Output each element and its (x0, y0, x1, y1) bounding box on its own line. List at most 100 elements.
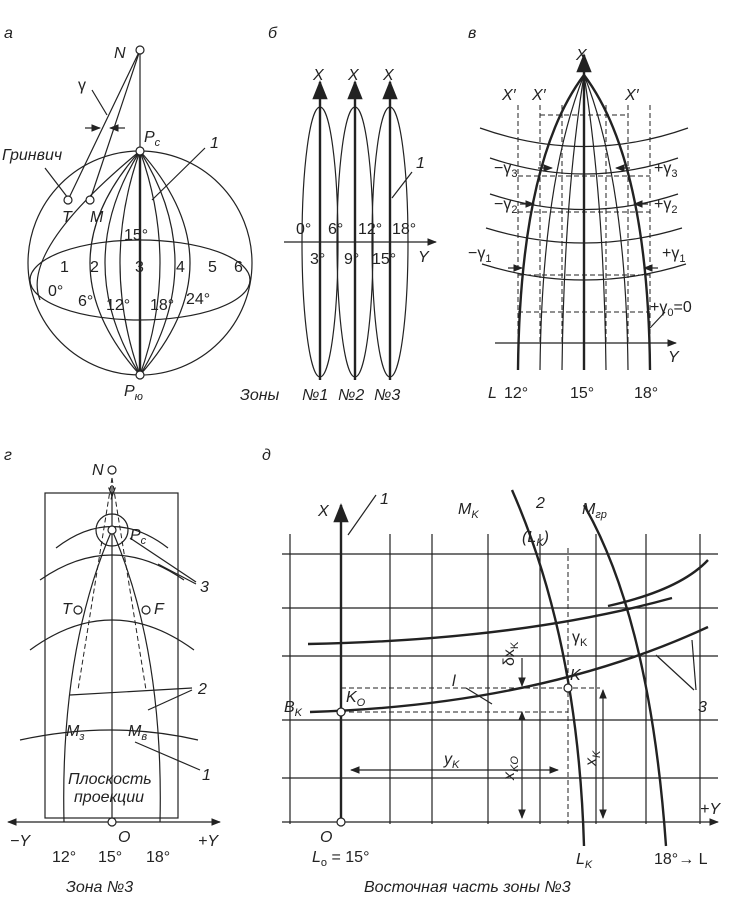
label-Pc-g: Pс (130, 527, 147, 547)
label-Mz: Mз (66, 723, 84, 743)
svg-text:0°: 0° (296, 221, 311, 238)
svg-text:9°: 9° (344, 251, 359, 268)
label-18deg-v: 18° (634, 385, 658, 402)
label-zone-1: №1 (302, 387, 328, 404)
label-1-leader (151, 147, 206, 201)
label-plus-gamma1: +γ1 (662, 245, 685, 265)
one-leader-d (347, 494, 377, 536)
label-Mv: Mв (128, 723, 147, 743)
label-L-v: L (488, 385, 497, 402)
label-F-g: F (154, 601, 165, 618)
svg-text:12°: 12° (106, 297, 130, 314)
point-O-d (336, 817, 346, 827)
label-gammaK: γK (572, 629, 588, 649)
svg-text:0°: 0° (48, 283, 63, 300)
one-leader-g (134, 741, 201, 771)
label-1-d: 1 (380, 491, 389, 508)
panel-g-letter: г (4, 447, 12, 464)
label-yK: yK (443, 751, 460, 771)
gamma0-leader (649, 311, 666, 329)
grinvich-leader (44, 167, 69, 199)
label-15deg-g: 15° (98, 849, 122, 866)
label-Ko: KO (346, 689, 366, 709)
two-leader-1 (69, 687, 193, 696)
label-3-g: 3 (200, 579, 209, 596)
label-1-leader-b (391, 171, 413, 199)
label-2-d: 2 (535, 495, 545, 512)
three-leader-1 (129, 537, 197, 583)
label-O-d: O (320, 829, 332, 846)
panel-d-letter: д (262, 447, 271, 464)
label-l: l (452, 673, 456, 690)
meridian-curves-v (516, 74, 652, 371)
panel-a-letter: а (4, 25, 13, 42)
label-posY-d: +Y (700, 801, 721, 818)
label-1-b: 1 (416, 155, 425, 172)
svg-text:6°: 6° (328, 221, 343, 238)
label-Xp-1: X′ (501, 87, 517, 104)
point-N-g (107, 465, 117, 475)
label-zone-2: №2 (338, 387, 364, 404)
label-Lo: Lo = 15° (312, 849, 369, 869)
label-grinvich: Гринвич (2, 147, 62, 164)
label-Xp-2: X′ (531, 87, 547, 104)
gamma-leader (91, 89, 108, 116)
label-zones: Зоны (240, 387, 280, 404)
panel-b: б X X X 1 Y 0° 6° 12° 18° 3° 9° 15° Зоны… (240, 25, 437, 404)
zone-boundary-degrees: 0° 6° 12° 18° (296, 221, 416, 238)
svg-text:15°: 15° (372, 251, 396, 268)
line-N-T (67, 49, 141, 201)
parallel-l (309, 625, 709, 714)
parallel-arcs-v (479, 127, 689, 281)
label-N-g: N (92, 462, 104, 479)
label-LK-bottom: LK (576, 851, 593, 871)
three-leader-d-2 (691, 639, 697, 691)
label-plus-gamma2: +γ2 (654, 196, 677, 216)
point-M (85, 195, 95, 205)
label-plus-gamma3: +γ3 (654, 160, 677, 180)
label-zone-3: №3 (374, 387, 400, 404)
point-T-g (73, 605, 83, 615)
label-dxK: δxK (501, 641, 521, 666)
svg-text:2: 2 (90, 259, 99, 276)
label-Y-v: Y (668, 349, 680, 366)
meridian-Mgr (582, 504, 668, 847)
label-18deg-g: 18° (146, 849, 170, 866)
point-O-g (107, 817, 117, 827)
three-leader-d-1 (655, 654, 695, 691)
point-K (563, 683, 573, 693)
parallels-g (19, 525, 199, 741)
central-meridian-degrees: 3° 9° 15° (310, 251, 396, 268)
point-F-g (141, 605, 151, 615)
label-N: N (114, 45, 126, 62)
meridian-right-g (111, 529, 161, 823)
point-N (135, 45, 145, 55)
svg-text:4: 4 (176, 259, 185, 276)
label-2-g: 2 (197, 681, 207, 698)
point-Pc (135, 146, 145, 156)
line-N-M (89, 49, 141, 201)
panel-a: а N γ Pс 1 Гринвич T M 15° (2, 25, 253, 403)
two-leader-2 (147, 689, 193, 711)
label-minus-gamma1: −γ1 (468, 245, 491, 265)
label-12deg-v: 12° (504, 385, 528, 402)
svg-text:5: 5 (208, 259, 217, 276)
dashed-right-g (111, 477, 147, 691)
label-T-g: T (62, 601, 73, 618)
label-plane-line1: Плоскость (68, 771, 152, 788)
panel-g: г N γ Pс 3 T F 2 Mз Mв 1 Пло (4, 447, 221, 896)
svg-text:6°: 6° (78, 293, 93, 310)
label-minus-gamma3: −γ3 (494, 160, 517, 180)
label-negY: −Y (10, 833, 31, 850)
l-leader (465, 687, 493, 705)
label-xKo: xKO (501, 756, 521, 781)
label-X-1: X (312, 67, 325, 84)
caption-d: Восточная часть зоны №3 (364, 879, 571, 896)
caption-g: Зона №3 (66, 879, 133, 896)
point-T (63, 195, 73, 205)
meridians (36, 150, 191, 376)
label-K: K (570, 667, 582, 684)
label-Pyu: Pю (124, 383, 143, 403)
label-Mgr: Mгр (582, 501, 607, 521)
